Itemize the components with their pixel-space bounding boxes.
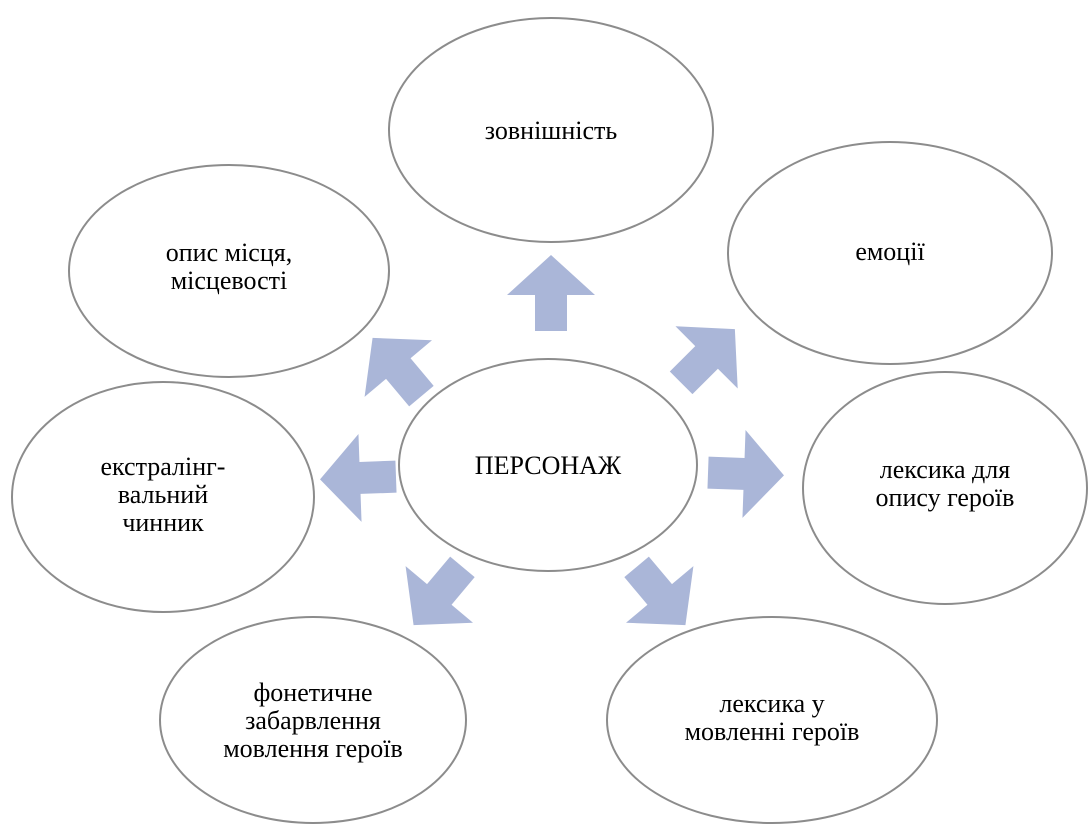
arrow-down-right-icon [624, 556, 694, 626]
node-appearance-label: зовнішність [485, 116, 618, 145]
label-line: фонетичне [253, 678, 372, 707]
label-line: зовнішність [485, 116, 618, 145]
node-emotions: емоції [727, 141, 1053, 365]
label-line: лексика у [719, 689, 824, 718]
arrow-right-icon [707, 429, 784, 518]
node-place: опис місця,місцевості [68, 164, 390, 378]
label-line: опису героїв [876, 483, 1015, 512]
node-center: ПЕРСОНАЖ [398, 358, 698, 572]
label-line: вальний [118, 480, 208, 509]
node-appearance: зовнішність [388, 17, 714, 243]
node-emotions-label: емоції [855, 237, 925, 266]
label-line: мовленні героїв [685, 717, 860, 746]
label-line: місцевості [171, 266, 288, 295]
label-line: екстралінг- [101, 452, 226, 481]
arrows [320, 255, 784, 626]
node-place-label: опис місця,місцевості [166, 238, 292, 295]
label-line: опис місця, [166, 238, 292, 267]
arrow-left-icon [320, 433, 397, 522]
center-label: ПЕРСОНАЖ [475, 451, 622, 480]
label-line: чинник [122, 508, 204, 537]
arrow-up-icon [507, 255, 595, 331]
label-line: ПЕРСОНАЖ [475, 451, 622, 480]
arrow-up-left-icon [364, 337, 434, 407]
label-line: мовлення героїв [223, 734, 403, 763]
label-line: забарвлення [245, 706, 381, 735]
arrow-up-right-icon [669, 326, 738, 395]
arrow-down-left-icon [405, 556, 475, 626]
label-line: лексика для [880, 455, 1010, 484]
label-line: емоції [855, 237, 925, 266]
